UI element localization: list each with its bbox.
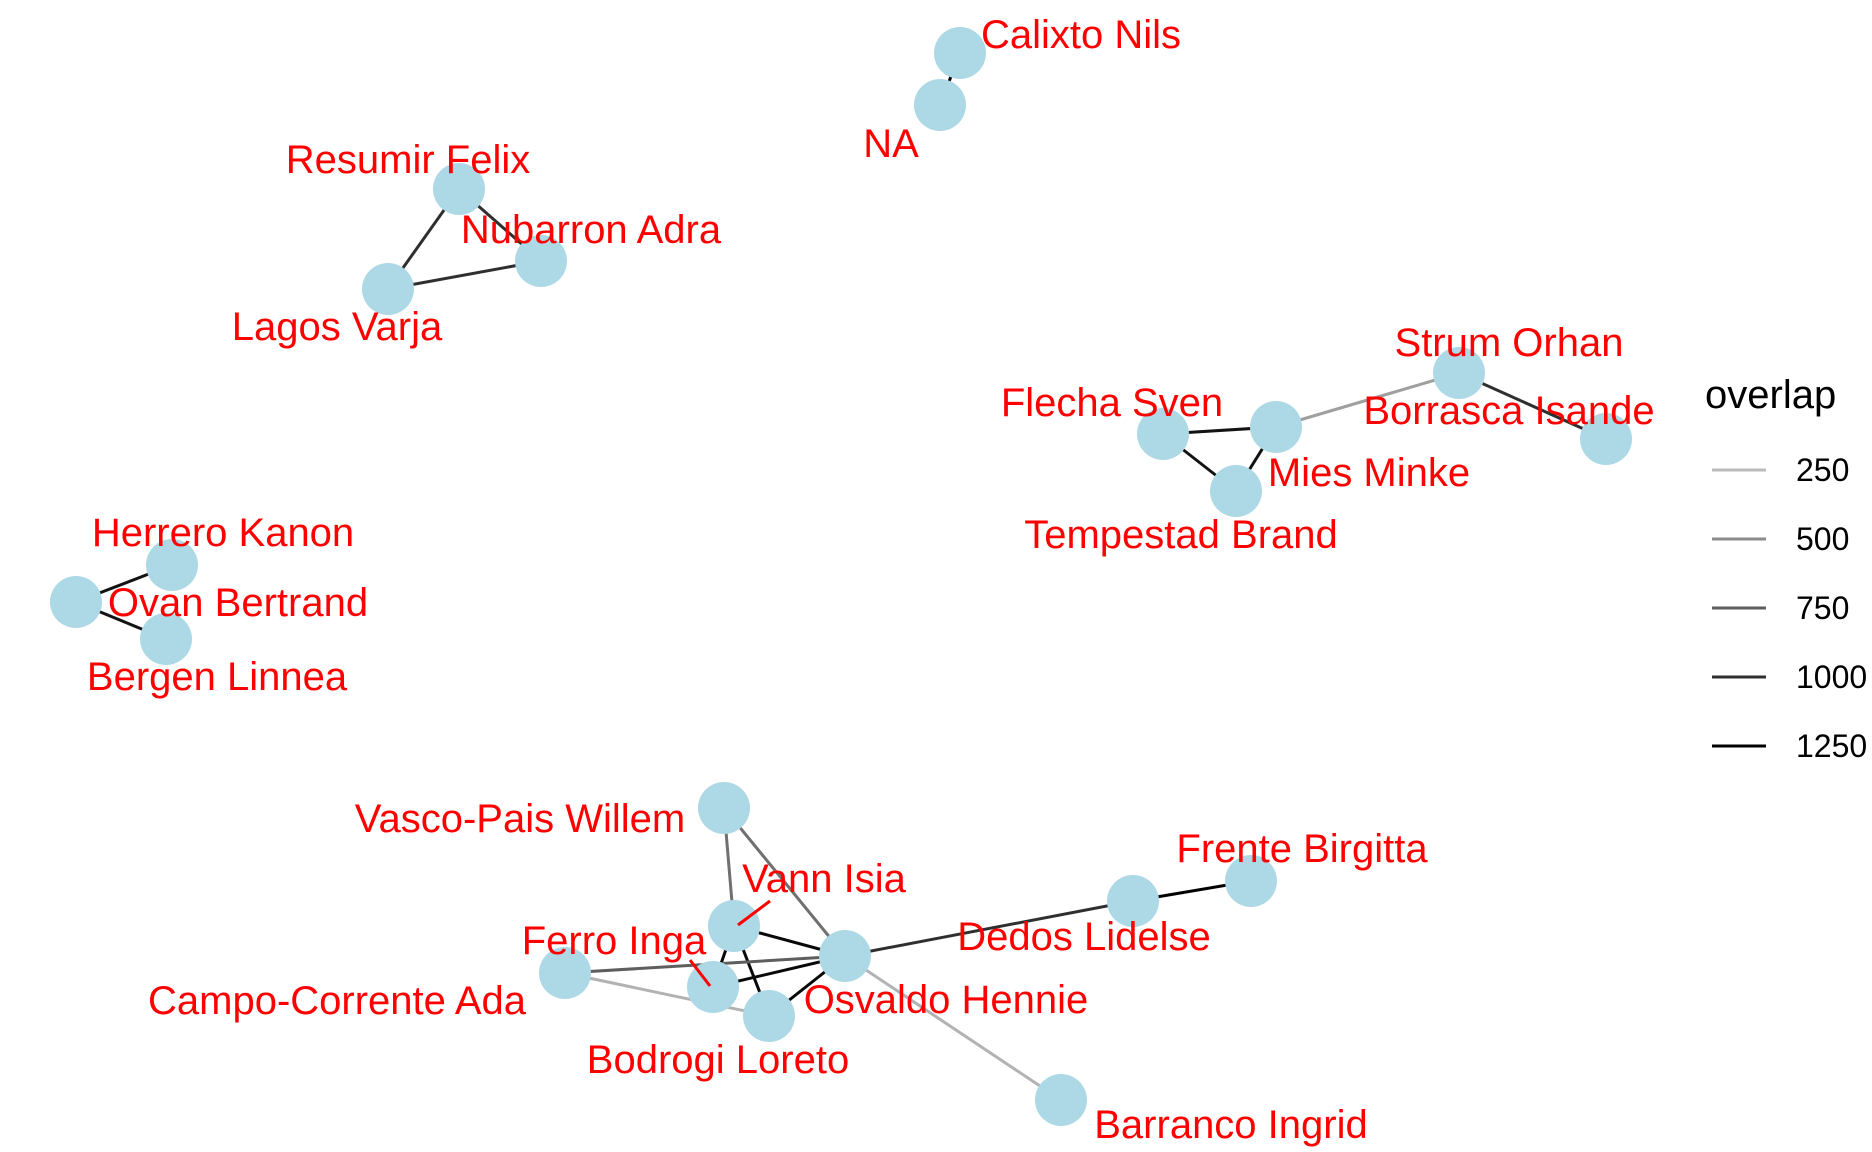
node-na[interactable] [914,79,966,131]
node-flecha-sven[interactable] [1137,408,1189,460]
node-strum-orhan[interactable] [1433,347,1485,399]
label-pointer-campo-corrente-ada [688,959,712,987]
node-label-campo-corrente-ada: Campo-Corrente Ada [148,979,527,1023]
node-label-vann-isia: Vann Isia [742,857,907,901]
node-resumir-felix[interactable] [433,163,485,215]
node-label-bodrogi-loreto: Bodrogi Loreto [587,1038,849,1082]
edge-osvaldo-hennie-barranco-ingrid [843,954,1063,1102]
edge-ferro-inga-bodrogi-loreto [563,971,771,1018]
node-label-lagos-varja: Lagos Varja [232,305,443,349]
node-frente-birgitta[interactable] [1225,855,1277,907]
legend-label-750: 750 [1796,590,1849,626]
edge-mies-minke-strum-orhan [1274,371,1461,429]
node-ferro-inga[interactable] [539,947,591,999]
node-lagos-varja[interactable] [362,263,414,315]
node-bodrogi-loreto[interactable] [743,990,795,1042]
label-pointers-layer [688,899,771,987]
legend-entries: 250 500 750 1000 1250 [1712,452,1867,764]
node-tempestad-brand[interactable] [1210,465,1262,517]
edge-vasco-pais-willem-osvaldo-hennie [722,806,847,958]
edge-osvaldo-hennie-dedos-lidelse [843,899,1135,958]
node-vann-isia[interactable] [708,900,760,952]
label-pointer-vann-isia [737,899,771,927]
node-label-herrero-kanon: Herrero Kanon [92,511,354,555]
node-label-mies-minke: Mies Minke [1268,451,1470,495]
legend-label-1250: 1250 [1796,728,1867,764]
node-nubarron-adra[interactable] [515,235,567,287]
node-borrasca-isande[interactable] [1580,413,1632,465]
node-dedos-lidelse[interactable] [1107,875,1159,927]
node-mies-minke[interactable] [1250,401,1302,453]
node-herrero-kanon[interactable] [146,539,198,591]
node-label-ferro-inga: Ferro Inga [522,919,707,963]
node-label-resumir-felix: Resumir Felix [286,138,530,182]
node-label-flecha-sven: Flecha Sven [1001,381,1223,425]
legend-title: overlap [1705,373,1836,417]
legend: overlap 250 500 750 1000 1250 [1705,373,1867,764]
nodes-layer [50,27,1632,1126]
node-label-osvaldo-hennie: Osvaldo Hennie [804,978,1089,1022]
node-label-na: NA [863,122,919,166]
node-label-ovan-bertrand: Ovan Bertrand [108,581,368,625]
node-calixto-nils[interactable] [934,27,986,79]
node-label-dedos-lidelse: Dedos Lidelse [957,915,1211,959]
node-ovan-bertrand[interactable] [50,576,102,628]
node-label-borrasca-isande: Borrasca Isande [1363,389,1654,433]
node-label-bergen-linnea: Bergen Linnea [87,655,348,699]
edge-strum-orhan-borrasca-isande [1457,371,1608,441]
node-osvaldo-hennie[interactable] [819,930,871,982]
node-vasco-pais-willem[interactable] [698,782,750,834]
node-campo-corrente-ada[interactable] [687,961,739,1013]
node-label-barranco-ingrid: Barranco Ingrid [1094,1103,1367,1147]
node-label-frente-birgitta: Frente Birgitta [1176,827,1428,871]
node-label-vasco-pais-willem: Vasco-Pais Willem [355,797,685,841]
node-label-calixto-nils: Calixto Nils [981,13,1181,57]
legend-label-250: 250 [1796,452,1849,488]
legend-label-500: 500 [1796,521,1849,557]
legend-label-1000: 1000 [1796,659,1867,695]
node-label-nubarron-adra: Nubarron Adra [461,208,722,252]
node-bergen-linnea[interactable] [140,613,192,665]
node-label-tempestad-brand: Tempestad Brand [1024,513,1338,557]
node-barranco-ingrid[interactable] [1035,1074,1087,1126]
node-label-strum-orhan: Strum Orhan [1395,321,1624,365]
